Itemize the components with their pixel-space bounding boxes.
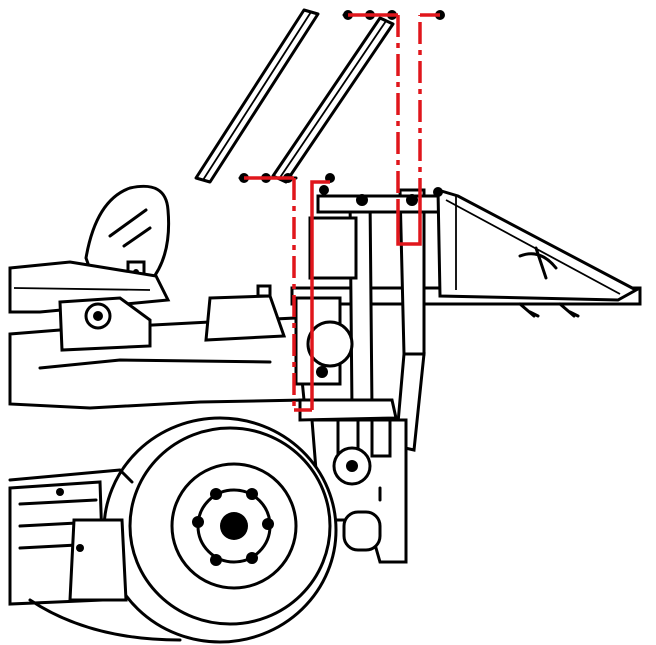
rear-wheel [8,468,182,642]
hydraulic-line-highlight [244,13,440,412]
tractor-body [8,260,408,564]
exploded-strut-left [194,8,320,184]
front-wheel [102,416,338,644]
